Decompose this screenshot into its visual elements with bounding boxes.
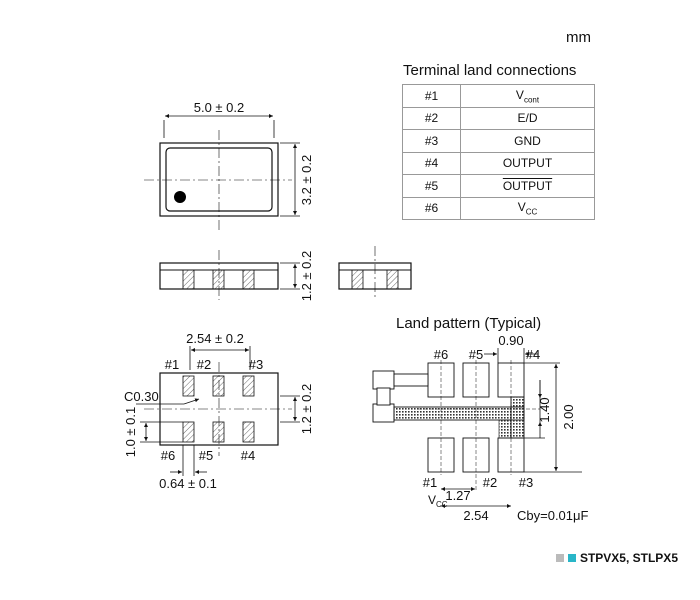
total-height-dimension: 2.00: [561, 404, 576, 429]
pin-label-4: #4: [241, 448, 255, 463]
signal-cell: E/D: [460, 106, 595, 130]
pad-gap-dimension: 1.2 ± 0.2: [299, 384, 314, 435]
model-names: STPVX5, STLPX5: [579, 551, 678, 565]
land-pin-label-1: #1: [423, 475, 437, 490]
half-pitch-dimension: 1.27: [445, 488, 470, 503]
pin-cell: #1: [402, 84, 461, 108]
land-pin-label-2: #2: [483, 475, 497, 490]
table-row: #5 OUTPUT: [402, 174, 595, 198]
pad-width-090: 0.90: [498, 333, 523, 348]
signal-cell: Vcont: [460, 84, 595, 108]
signal-subscript: cont: [523, 94, 540, 104]
terminal-table-title: Terminal land connections: [403, 62, 577, 79]
pin-cell: #4: [402, 151, 461, 175]
signal-name: V: [515, 87, 524, 102]
signal-name: OUTPUT: [502, 178, 553, 193]
gray-square-icon: [555, 554, 564, 562]
signal-name: OUTPUT: [502, 156, 553, 171]
package-side-view: 1.2 ± 0.2: [159, 250, 314, 302]
signal-subscript: CC: [525, 207, 538, 217]
land-pattern-title: Land pattern (Typical): [396, 315, 541, 332]
pin-cell: #5: [402, 174, 461, 198]
signal-name: GND: [514, 133, 541, 148]
signal-name: E/D: [517, 111, 538, 126]
signal-cell: VCC: [460, 196, 595, 220]
signal-cell: OUTPUT: [460, 151, 595, 175]
pin1-marker-dot: [174, 191, 186, 203]
chamfer-label: C0.30: [124, 389, 159, 404]
pin-label-3: #3: [249, 357, 263, 372]
table-row: #4 OUTPUT: [402, 151, 595, 175]
height-dimension: 3.2 ± 0.2: [299, 155, 314, 206]
land-pin-label-6: #6: [434, 347, 448, 362]
table-row: #3 GND: [402, 129, 595, 153]
package-top-view: 5.0 ± 0.2 3.2 ± 0.2: [144, 100, 314, 232]
package-end-view: [338, 246, 412, 300]
unit-label: mm: [566, 29, 591, 46]
pin-cell: #6: [402, 196, 461, 220]
pin-label-5: #5: [199, 448, 213, 463]
cyan-square-icon: [567, 554, 576, 562]
pin-label-2: #2: [197, 357, 211, 372]
pad-width-dimension: 0.64 ± 0.1: [159, 476, 217, 491]
signal-cell: GND: [460, 129, 595, 153]
pin-label-1: #1: [165, 357, 179, 372]
land-pin-label-4: #4: [526, 347, 540, 362]
width-dimension: 5.0 ± 0.2: [194, 100, 245, 115]
pad-height-dimension: 1.0 ± 0.1: [123, 407, 138, 458]
land-pin-label-5: #5: [469, 347, 483, 362]
pin-cell: #2: [402, 106, 461, 130]
land-pattern-diagram: Land pattern (Typical) #6 #5 #4 0.90: [372, 315, 589, 523]
pin-label-6: #6: [161, 448, 175, 463]
signal-name: V: [517, 200, 526, 215]
land-pin-label-3: #3: [519, 475, 533, 490]
pin-cell: #3: [402, 129, 461, 153]
signal-cell: OUTPUT: [460, 174, 595, 198]
cby-label: Cby=0.01μF: [517, 508, 589, 523]
table-row: #2 E/D: [402, 106, 595, 130]
pad-span-dimension: 1.40: [537, 397, 552, 422]
pitch-label: 2.54: [463, 508, 488, 523]
thickness-dimension: 1.2 ± 0.2: [299, 251, 314, 302]
model-footer: STPVX5, STLPX5: [555, 551, 678, 565]
package-bottom-view: 2.54 ± 0.2 #1 #2 #3 C0.30 1.0 ± 0.1 1.2 …: [123, 331, 314, 491]
pitch-dimension: 2.54 ± 0.2: [186, 331, 244, 346]
